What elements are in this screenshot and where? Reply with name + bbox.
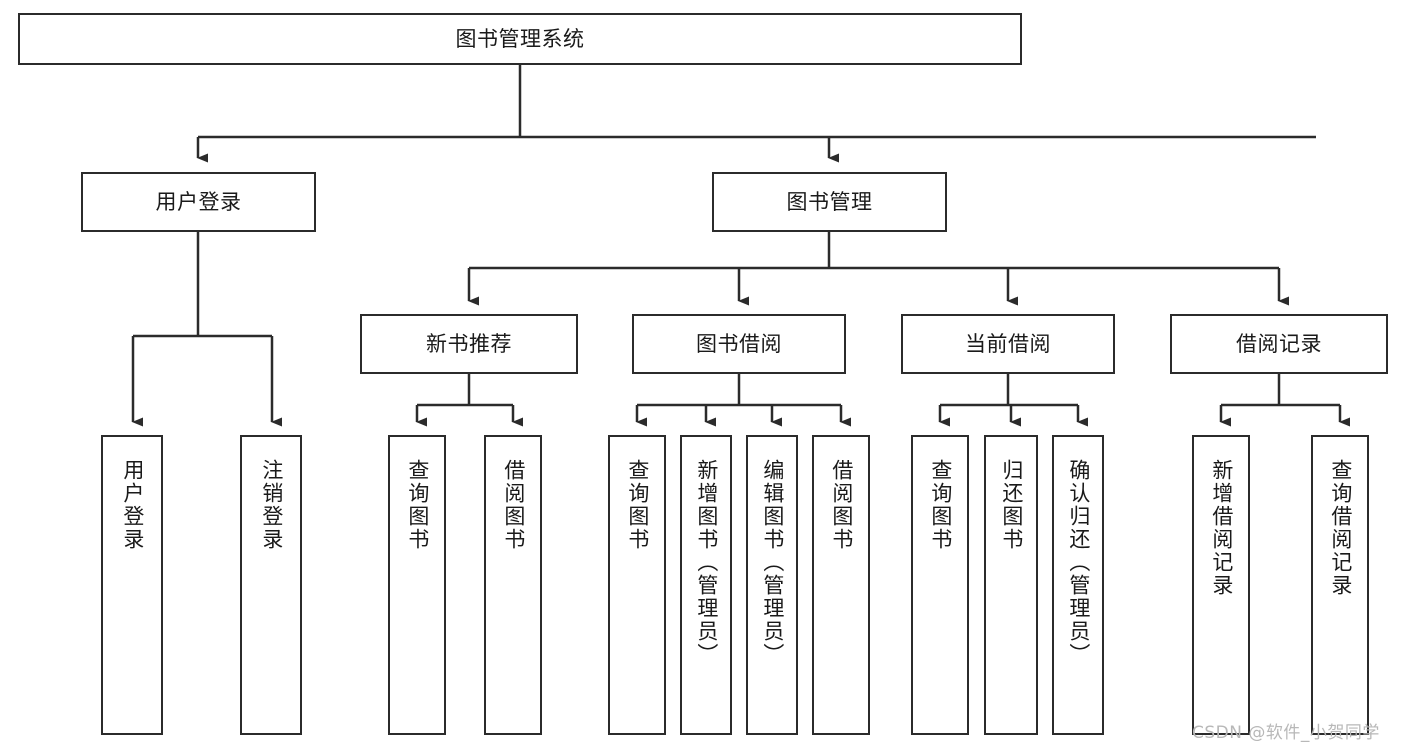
node-leaf-13[interactable]: 查询借阅记录	[1311, 435, 1369, 735]
node-level2-1-label: 新书推荐	[426, 331, 512, 356]
node-level1-1-label: 用户登录	[155, 189, 242, 214]
node-level1-1[interactable]: 用户登录	[81, 172, 316, 232]
node-level2-3[interactable]: 当前借阅	[901, 314, 1115, 374]
node-leaf-6[interactable]: 新增图书（管理员）	[680, 435, 732, 735]
node-root-label: 图书管理系统	[455, 26, 585, 51]
node-level2-2-label: 图书借阅	[696, 331, 782, 356]
node-level2-4[interactable]: 借阅记录	[1170, 314, 1388, 374]
node-root[interactable]: 图书管理系统	[18, 13, 1022, 65]
node-leaf-7[interactable]: 编辑图书（管理员）	[746, 435, 798, 735]
node-leaf-4-label: 借阅图书	[501, 459, 526, 551]
node-leaf-2[interactable]: 注销登录	[240, 435, 302, 735]
node-level2-1[interactable]: 新书推荐	[360, 314, 578, 374]
node-leaf-10[interactable]: 归还图书	[984, 435, 1038, 735]
node-level2-4-label: 借阅记录	[1236, 331, 1322, 356]
node-leaf-1-label: 用户登录	[120, 459, 145, 551]
node-leaf-1[interactable]: 用户登录	[101, 435, 163, 735]
node-leaf-5-label: 查询图书	[625, 459, 650, 551]
node-leaf-5[interactable]: 查询图书	[608, 435, 666, 735]
node-leaf-13-label: 查询借阅记录	[1328, 459, 1353, 597]
node-leaf-10-label: 归还图书	[999, 459, 1024, 551]
node-leaf-11-label: 确认归还（管理员）	[1066, 459, 1091, 666]
node-leaf-6-label: 新增图书（管理员）	[694, 459, 719, 666]
node-leaf-7-label: 编辑图书（管理员）	[760, 459, 785, 666]
node-level2-3-label: 当前借阅	[965, 331, 1051, 356]
node-leaf-2-label: 注销登录	[259, 459, 284, 551]
node-leaf-8-label: 借阅图书	[829, 459, 854, 551]
node-leaf-12-label: 新增借阅记录	[1209, 459, 1234, 597]
node-leaf-3-label: 查询图书	[405, 459, 430, 551]
node-leaf-4[interactable]: 借阅图书	[484, 435, 542, 735]
node-level1-2[interactable]: 图书管理	[712, 172, 947, 232]
node-leaf-8[interactable]: 借阅图书	[812, 435, 870, 735]
node-level1-2-label: 图书管理	[786, 189, 873, 214]
watermark: CSDN @软件_小贺同学	[1192, 723, 1380, 743]
node-leaf-9[interactable]: 查询图书	[911, 435, 969, 735]
node-level2-2[interactable]: 图书借阅	[632, 314, 846, 374]
node-leaf-12[interactable]: 新增借阅记录	[1192, 435, 1250, 735]
node-leaf-11[interactable]: 确认归还（管理员）	[1052, 435, 1104, 735]
node-leaf-9-label: 查询图书	[928, 459, 953, 551]
node-leaf-3[interactable]: 查询图书	[388, 435, 446, 735]
